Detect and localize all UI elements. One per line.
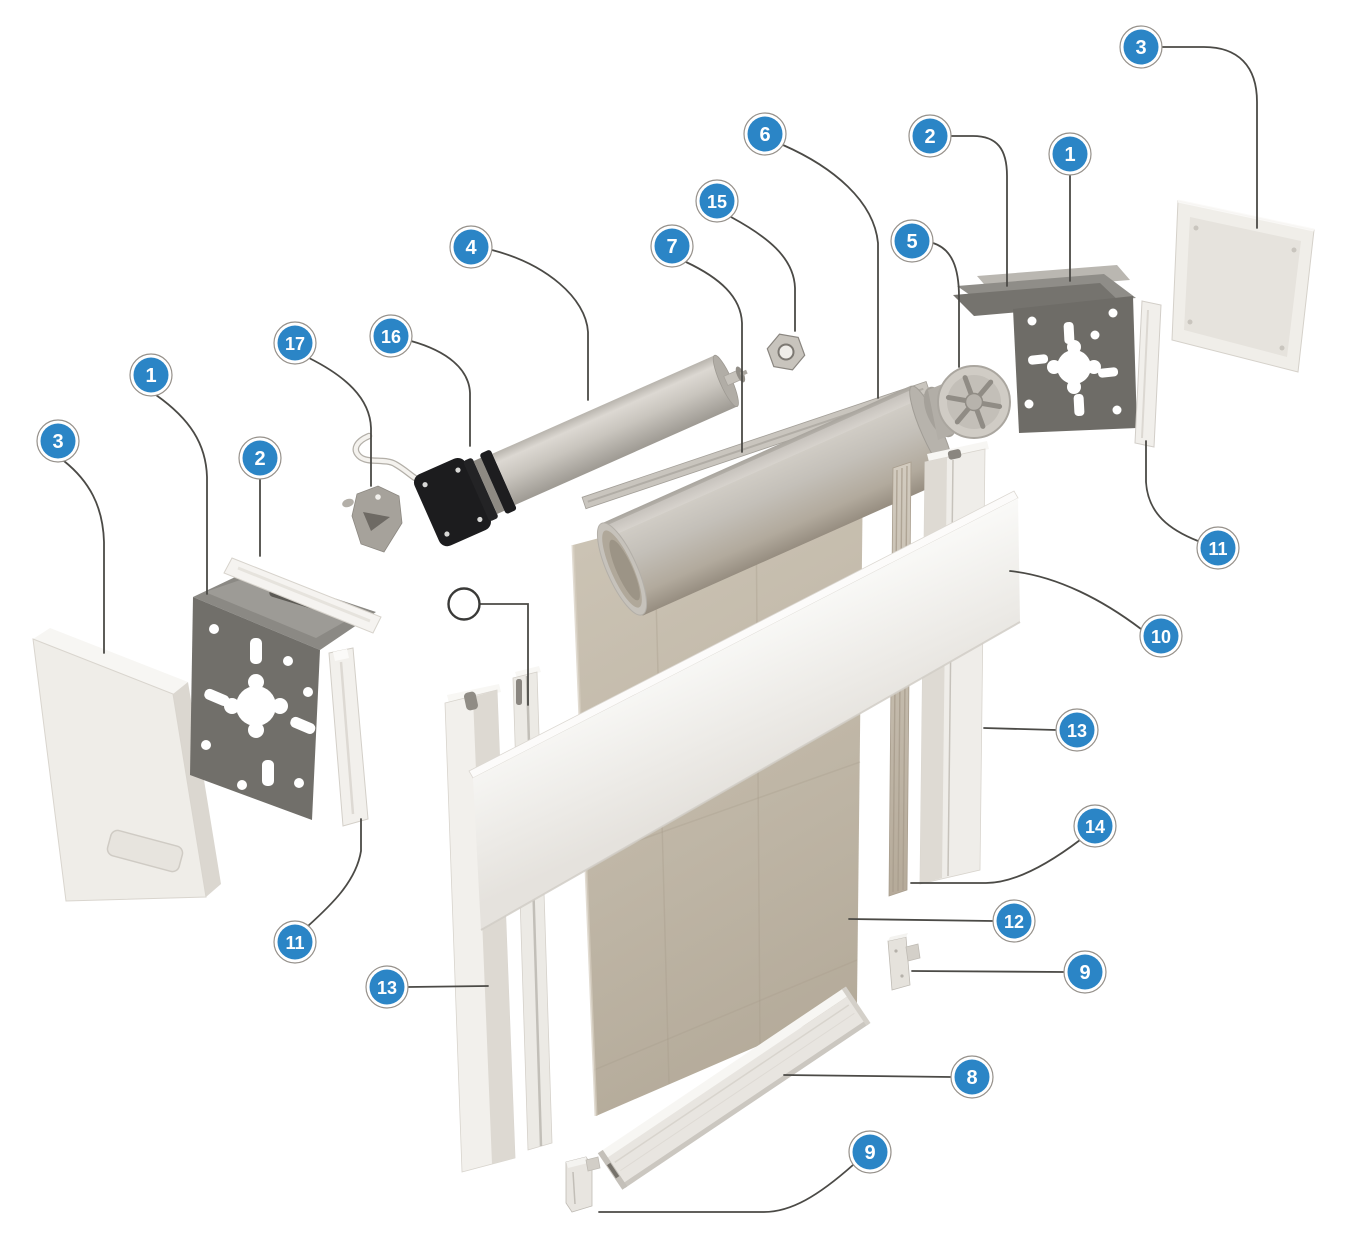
callout-leaders: [63, 46, 1258, 1213]
callout-number: 3: [1135, 37, 1146, 59]
callout-number: 9: [864, 1142, 875, 1164]
callout-badge-5: 5: [890, 219, 934, 263]
callout-number: 12: [1004, 912, 1024, 932]
leader-line-3: [63, 460, 105, 654]
callout-badge-17: 17: [273, 321, 317, 365]
crown-spokes: [945, 375, 1003, 429]
leader-line-9: [598, 1164, 854, 1213]
leader-line-1: [155, 394, 208, 595]
callout-badge-13: 13: [1055, 708, 1099, 752]
callout-number: 16: [381, 327, 401, 347]
motor-mount-plate: [342, 485, 403, 553]
tubular-motor: [413, 354, 748, 547]
callout-number: 17: [285, 334, 305, 354]
callout-badge-2: 2: [908, 114, 952, 158]
leader-line-11: [307, 818, 362, 927]
leader-line-blank: [479, 603, 529, 706]
callout-badge-4: 4: [449, 225, 493, 269]
leader-line-6: [782, 144, 879, 399]
leader-line-16: [410, 340, 471, 447]
callout-badge-16: 16: [369, 314, 413, 358]
callout-badge-1: 1: [129, 353, 173, 397]
side-cover-right: [1171, 199, 1315, 373]
callout-number: 13: [377, 978, 397, 998]
callout-number: 2: [924, 126, 935, 148]
callout-badge-6: 6: [743, 112, 787, 156]
callout-number: 9: [1079, 962, 1090, 984]
parts-layer: [32, 199, 1315, 1213]
callout-badge-3: 3: [36, 419, 80, 463]
callout-badge-1: 1: [1048, 132, 1092, 176]
callout-circle-blank: [447, 587, 481, 621]
leader-line-10: [1009, 570, 1142, 630]
leader-line-7: [685, 261, 743, 453]
callout-badge-10: 10: [1139, 614, 1183, 658]
callout-badge-13: 13: [365, 965, 409, 1009]
leader-line-14: [910, 839, 1081, 884]
callout-badge-14: 14: [1073, 804, 1117, 848]
callout-number: 15: [707, 192, 727, 212]
callout-badge-12: 12: [992, 899, 1036, 943]
bracket-left-holes: [201, 624, 316, 790]
cover-strip-right: [953, 283, 1121, 316]
end-cap-bottom: [565, 1156, 601, 1213]
callout-badge-7: 7: [650, 224, 694, 268]
callout-badge-8: 8: [950, 1055, 994, 1099]
callout-badge-9: 9: [1063, 950, 1107, 994]
callout-number: 7: [666, 236, 677, 258]
callout-badge-3: 3: [1119, 25, 1163, 69]
callout-number: 13: [1067, 721, 1087, 741]
leader-line-8: [783, 1074, 952, 1078]
motor-body: [492, 355, 738, 505]
idler-crown: [923, 365, 1011, 440]
callout-number: 5: [906, 231, 917, 253]
bracket-right: [953, 265, 1137, 433]
side-cover-left: [32, 628, 221, 902]
leader-line-12: [848, 918, 994, 922]
end-cap-right: [887, 933, 921, 991]
callout-number: 14: [1085, 817, 1105, 837]
callout-number: 4: [465, 237, 477, 259]
leader-line-15: [730, 216, 796, 332]
hex-nut: [766, 333, 806, 371]
cover-strip-left: [223, 557, 382, 634]
callout-badge-11: 11: [1196, 526, 1240, 570]
headbox-front-panel: [468, 490, 1021, 931]
callout-number: 1: [1064, 144, 1075, 166]
callout-number: 10: [1151, 627, 1171, 647]
leader-line-13: [407, 985, 489, 988]
bracket-left: [190, 570, 376, 820]
callout-badge-15: 15: [695, 179, 739, 223]
handle-recess: [106, 829, 184, 873]
leader-line-13: [983, 727, 1057, 731]
leader-line-4: [491, 249, 589, 401]
callout-badge-2: 2: [238, 436, 282, 480]
callout-number: 2: [254, 448, 265, 470]
leader-line-17: [308, 357, 372, 487]
bracket-right-holes: [1024, 308, 1122, 417]
callout-number: 1: [145, 365, 156, 387]
bottom-bar: [597, 986, 871, 1190]
leader-line-5: [932, 242, 960, 368]
spacer-right: [1134, 300, 1162, 448]
leader-line-9: [911, 970, 1065, 973]
leader-line-11: [1145, 440, 1199, 542]
roller-tube: [596, 385, 955, 616]
callout-number: 11: [285, 933, 304, 953]
callout-number: 6: [759, 124, 770, 146]
callout-number: 8: [966, 1067, 977, 1089]
leader-line-2: [950, 135, 1008, 287]
spacer-left: [328, 647, 369, 827]
callout-badge-9: 9: [848, 1130, 892, 1174]
leader-line-3: [1161, 46, 1258, 229]
callout-number: 3: [52, 431, 63, 453]
callout-badge-11: 11: [273, 920, 317, 964]
callout-number: 11: [1208, 539, 1227, 559]
